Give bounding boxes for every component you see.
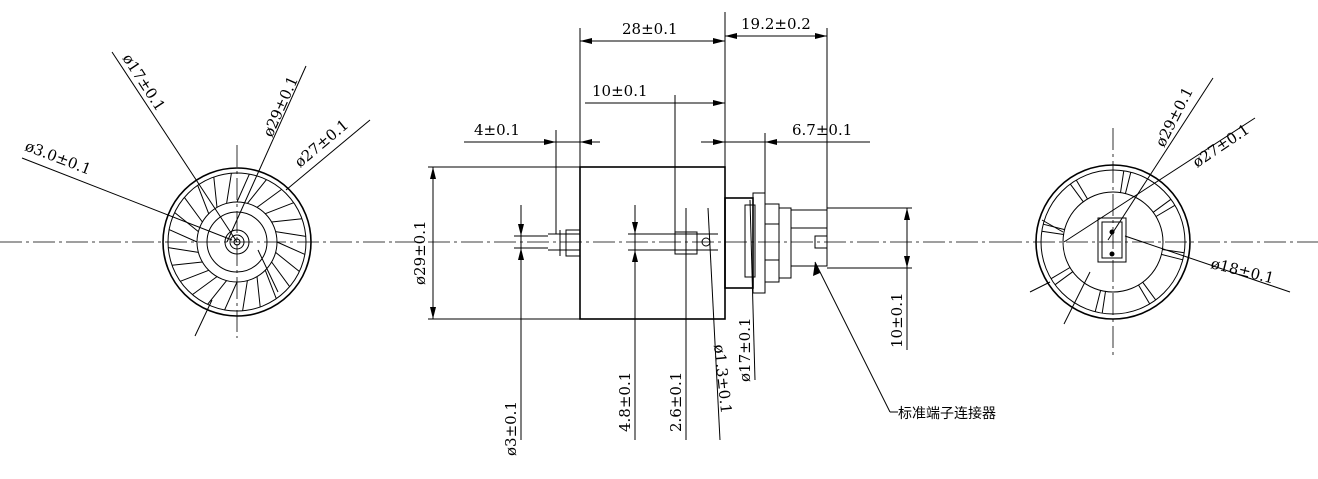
- fin-line: [168, 229, 198, 243]
- dim-len-28: 28±0.1: [622, 20, 678, 38]
- dim-len-19-2: 19.2±0.2: [741, 15, 811, 33]
- fin-line: [213, 176, 218, 208]
- fin-line: [207, 280, 227, 305]
- spoke-line: [1069, 183, 1084, 203]
- dim-len-6-7: 6.7±0.1: [792, 121, 852, 139]
- dim-right-d27: ø27±0.1: [1189, 120, 1253, 171]
- cooling-fins: [168, 173, 306, 311]
- spoke-line: [1152, 198, 1172, 213]
- spoke-line: [1101, 291, 1106, 314]
- fin-line: [275, 231, 306, 237]
- spoke-line: [1155, 204, 1176, 217]
- fin-line: [197, 185, 210, 214]
- fin-line: [171, 261, 203, 266]
- dim-len-4: 4±0.1: [474, 121, 520, 139]
- spoke-line: [1054, 271, 1074, 286]
- dim-left-d27: ø27±0.1: [291, 116, 352, 171]
- dim-right-d18: ø18±0.1: [1209, 254, 1276, 287]
- connector-callout-label: 标准端子连接器: [898, 405, 996, 422]
- fin-line: [271, 261, 291, 287]
- fin-line: [236, 173, 250, 203]
- dim-left-d29: ø29±0.1: [259, 73, 302, 139]
- dim-len-10: 10±0.1: [592, 82, 648, 100]
- spoke-line: [1120, 170, 1125, 193]
- dim-side-10: 10±0.1: [888, 292, 906, 348]
- dim-side-d17: ø17±0.1: [736, 317, 754, 382]
- dim-side-d29: ø29±0.1: [411, 220, 429, 285]
- side-view: [395, 166, 1000, 320]
- spokes: [1041, 170, 1185, 314]
- spoke-line: [1124, 172, 1132, 194]
- spoke-line: [1041, 230, 1064, 235]
- fin-line: [180, 269, 209, 282]
- fin-line: [183, 197, 203, 223]
- arrowheads: [430, 33, 910, 319]
- fin-line: [276, 241, 306, 255]
- fin-line: [192, 276, 218, 296]
- fin-line: [256, 188, 282, 208]
- fin-line: [168, 247, 199, 253]
- fin-line: [242, 280, 248, 311]
- dim-right-d29: ø29±0.1: [1152, 84, 1197, 150]
- fin-line: [264, 270, 277, 299]
- fin-line: [271, 218, 303, 223]
- spoke-line: [1138, 284, 1151, 305]
- dim-side-d3: ø3±0.1: [502, 401, 520, 456]
- dim-left-d17: ø17±0.1: [119, 50, 169, 114]
- fin-line: [265, 202, 294, 215]
- dimension-lines: [21, 12, 1291, 441]
- spoke-line: [1094, 290, 1102, 312]
- dim-side-2-6: 2.6±0.1: [667, 372, 685, 432]
- fin-line: [256, 276, 261, 308]
- left-end-view: [0, 145, 395, 338]
- spoke-line: [1050, 267, 1071, 280]
- fin-line: [224, 281, 238, 311]
- fin-line: [226, 173, 232, 204]
- dimension-labels: ø17±0.1 ø29±0.1 ø27±0.1 ø3.0±0.1 28±0.1 …: [23, 15, 1276, 456]
- dim-side-4-8: 4.8±0.1: [616, 372, 634, 432]
- fin-line: [275, 252, 300, 272]
- spoke-line: [1075, 179, 1088, 200]
- spoke-line: [1142, 281, 1157, 301]
- right-end-view: [1000, 128, 1318, 355]
- spoke-line: [1161, 253, 1183, 261]
- dim-side-d1-3: ø1.3±0.1: [710, 344, 735, 415]
- fin-line: [247, 179, 267, 204]
